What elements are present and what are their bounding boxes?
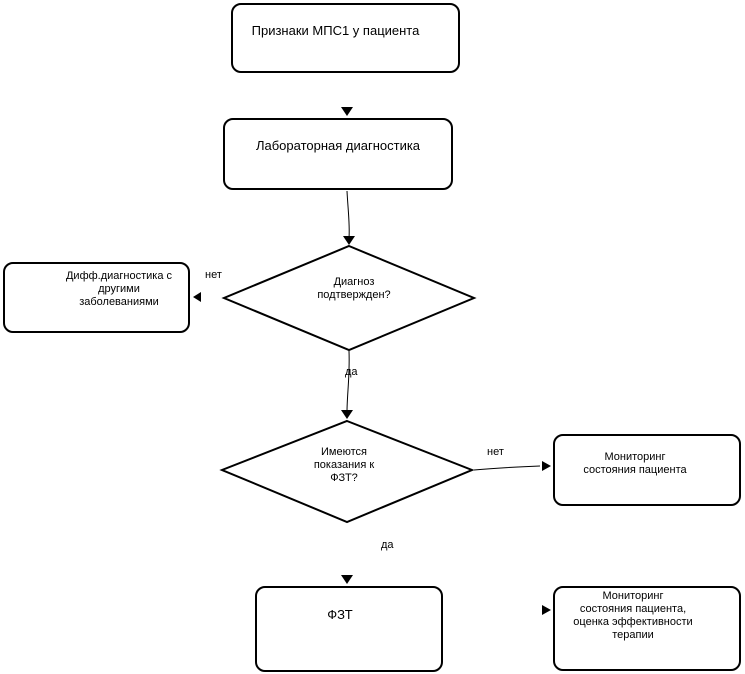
- decision-diagnosis-confirmed: [221, 244, 477, 352]
- box-fzt: [255, 586, 443, 672]
- fzt-question-line-2: показания к: [313, 459, 375, 471]
- fzt-label: ФЗТ: [327, 607, 353, 622]
- monitoring-2-label: Мониторинг состояния пациента, оценка эф…: [553, 590, 713, 642]
- arrowhead-to-fzt: [341, 575, 353, 584]
- monitoring-2-line-4: терапии: [612, 629, 654, 641]
- monitoring-2-line-3: оценка эффективности: [573, 616, 693, 628]
- connector-fzt-no: [473, 465, 541, 471]
- diagnosis-question-line-1: Диагноз: [333, 276, 375, 288]
- arrowhead-to-monitoring-1: [542, 461, 551, 471]
- differential-diagnosis-label: Дифф.диагностика с другими заболеваниями: [45, 270, 193, 309]
- monitoring-1-label: Мониторинг состояния пациента: [555, 451, 715, 477]
- differential-line-3: заболеваниями: [79, 296, 159, 308]
- connector-diagnosis-yes: [346, 350, 350, 413]
- diagnosis-question-line-2: подтвержден?: [317, 289, 391, 301]
- box-monitoring-1: [553, 434, 741, 506]
- arrowhead-to-fzt-question: [341, 410, 353, 419]
- connector-lab-to-diagnosis: [346, 190, 350, 239]
- edge-label-no-fzt: нет: [487, 446, 504, 458]
- differential-line-1: Дифф.диагностика с: [65, 270, 173, 282]
- fzt-question-line-3: ФЗТ?: [330, 472, 358, 484]
- monitoring-1-line-1: Мониторинг: [604, 451, 666, 463]
- edge-label-no-diagnosis: нет: [205, 269, 222, 281]
- box-monitoring-2: [553, 586, 741, 671]
- diagnosis-question-label: Диагноз подтвержден?: [284, 276, 424, 302]
- signs-label: Признаки МПС1 у пациента: [251, 23, 420, 38]
- monitoring-2-line-2: состояния пациента,: [579, 603, 687, 615]
- arrowhead-to-diagnosis: [343, 236, 355, 245]
- fzt-question-line-1: Имеются: [321, 446, 367, 458]
- arrowhead-to-monitoring-2: [542, 605, 551, 615]
- monitoring-1-line-2: состояния пациента: [583, 464, 687, 476]
- edge-label-yes-fzt: да: [381, 539, 394, 551]
- arrowhead-to-lab: [341, 107, 353, 116]
- box-lab-diagnostics: [223, 118, 453, 190]
- differential-line-2: другими: [98, 283, 140, 295]
- arrowhead-to-diff: [193, 292, 201, 302]
- box-differential-diagnosis: [3, 262, 190, 333]
- edge-label-yes-diagnosis: да: [345, 366, 358, 378]
- decision-fzt-indications: [219, 419, 475, 524]
- lab-diagnostics-label: Лабораторная диагностика: [255, 138, 421, 153]
- fzt-question-label: Имеются показания к ФЗТ?: [284, 446, 404, 485]
- box-signs: [231, 3, 460, 73]
- monitoring-2-line-1: Мониторинг: [602, 590, 664, 602]
